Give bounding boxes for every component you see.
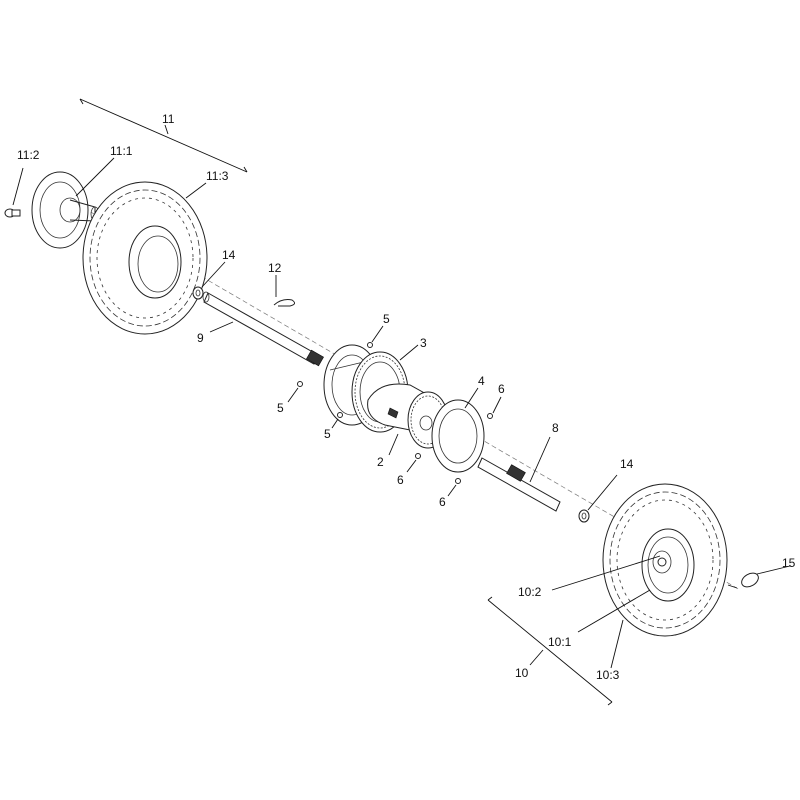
callout-5-top: 5: [383, 312, 390, 326]
screw-6-right: [487, 396, 502, 419]
hub-10-2: [551, 555, 667, 591]
callout-10-3: 10:3: [596, 668, 620, 682]
bracket-11: [79, 98, 248, 173]
callout-2: 2: [377, 455, 384, 469]
washer-14-upper: [192, 261, 226, 300]
rim-10-1: [577, 536, 689, 633]
screw-6-bottom: [447, 478, 461, 497]
callout-5-bottom: 5: [324, 427, 331, 441]
callout-4: 4: [478, 374, 485, 388]
callout-8: 8: [552, 421, 559, 435]
screw-5-top: [367, 325, 384, 348]
screw-6-lower: [406, 453, 421, 473]
callout-14-lower: 14: [620, 457, 634, 471]
callout-10-1: 10:1: [548, 635, 572, 649]
washer-14-lower: [578, 474, 618, 523]
callout-14-upper: 14: [222, 248, 236, 262]
callout-10-2: 10:2: [518, 585, 542, 599]
pin-12: [273, 275, 296, 307]
callout-11-3: 11:3: [206, 169, 229, 183]
callout-10: 10: [515, 666, 529, 680]
tire-10-3: [602, 483, 728, 669]
screw-5-left: [287, 381, 303, 403]
callout-6-right: 6: [498, 382, 505, 396]
rim-11-1: [31, 157, 115, 249]
screw-5-bottom: [331, 412, 343, 429]
callout-6-lower: 6: [397, 473, 404, 487]
callout-11-1: 11:1: [110, 144, 133, 158]
callout-11: 11: [162, 112, 175, 126]
callout-3: 3: [420, 336, 427, 350]
differential-2: [367, 383, 449, 456]
callout-9: 9: [197, 331, 204, 345]
callout-12: 12: [268, 261, 282, 275]
callout-6-bottom: 6: [439, 495, 446, 509]
axle-8: [477, 436, 561, 512]
callout-15: 15: [782, 556, 796, 570]
bolt-11-2: [4, 167, 24, 218]
tire-11-3: [82, 181, 208, 335]
callout-5-left: 5: [277, 401, 284, 415]
clip-15: [727, 565, 791, 589]
bracket-10: [487, 596, 613, 706]
axle-9: [202, 291, 324, 367]
flange-4: [431, 387, 485, 473]
callout-11-2: 11:2: [17, 148, 40, 162]
